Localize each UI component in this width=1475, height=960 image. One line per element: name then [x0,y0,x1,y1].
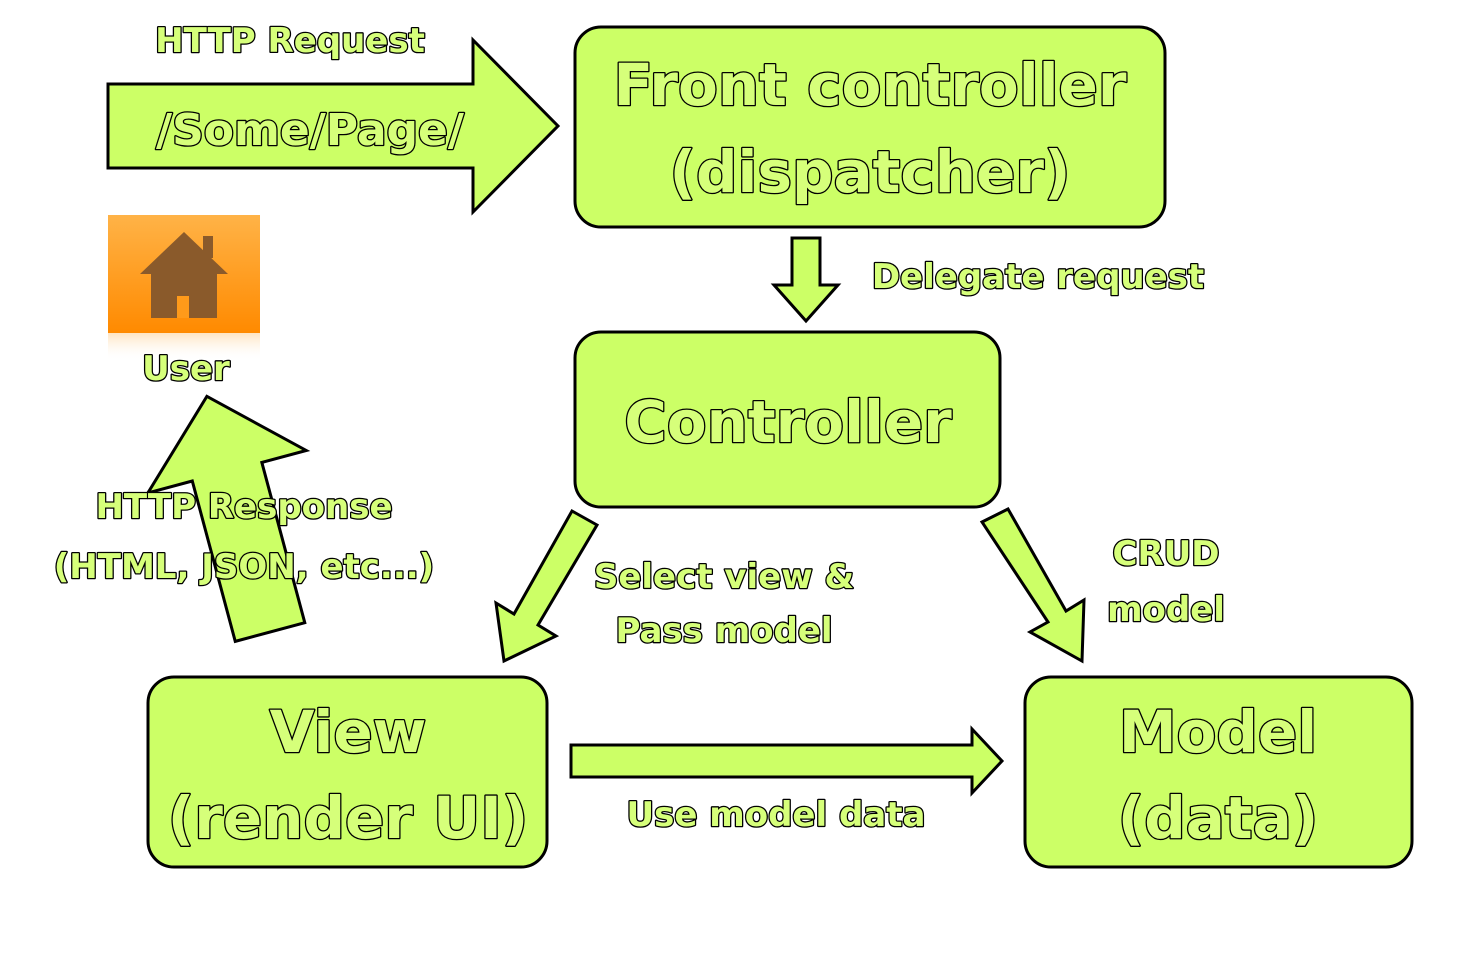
use-model-arrow-shape [569,725,1005,797]
view-title: View [270,698,427,766]
front-controller-box: Front controller (dispatcher) [573,25,1167,229]
front-controller-subtitle: (dispatcher) [670,138,1071,206]
view-box: View (render UI) [146,675,549,869]
user-node: User [108,215,260,390]
controller-title: Controller [624,388,952,456]
http-response-formats: (HTML, JSON, etc...) [54,547,434,587]
crud-arrow-shape [979,507,1086,664]
front-controller-title: Front controller [614,51,1127,119]
http-request-arrow-shape [106,36,561,216]
delegate-request-arrow: Delegate request [770,236,1205,324]
model-title: Model [1119,698,1317,766]
use-model-data-label: Use model data [627,795,926,835]
request-path-label: /Some/Page/ [156,105,465,156]
controller-box: Controller [573,330,1002,509]
delegate-arrow-shape [770,236,842,324]
home-icon [108,215,260,361]
http-response-arrow-shape [144,394,311,644]
view-subtitle: (render UI) [168,784,529,852]
crud-label: CRUD [1113,534,1220,574]
use-model-data-arrow: Use model data [569,725,1005,836]
select-view-arrow: Select view & Pass model [494,508,855,664]
model-box: Model (data) [1023,675,1414,869]
model-shape [1023,675,1414,869]
user-label: User [142,349,230,389]
select-view-label: Select view & [594,557,854,597]
http-response-arrow: HTTP Response (HTML, JSON, etc...) [52,394,436,644]
delegate-request-label: Delegate request [872,257,1204,297]
http-request-title: HTTP Request [155,21,425,61]
view-shape [146,675,549,869]
select-view-arrow-shape [494,508,600,664]
crud-arrow: CRUD model [979,507,1226,664]
controller-shape [573,330,1002,509]
pass-model-label: Pass model [615,611,832,651]
model-subtitle: (data) [1118,784,1319,852]
http-response-title: HTTP Response [95,487,392,527]
front-controller-shape [573,25,1167,229]
crud-model-label: model [1107,590,1225,630]
http-request-arrow: HTTP Request /Some/Page/ [106,20,561,216]
